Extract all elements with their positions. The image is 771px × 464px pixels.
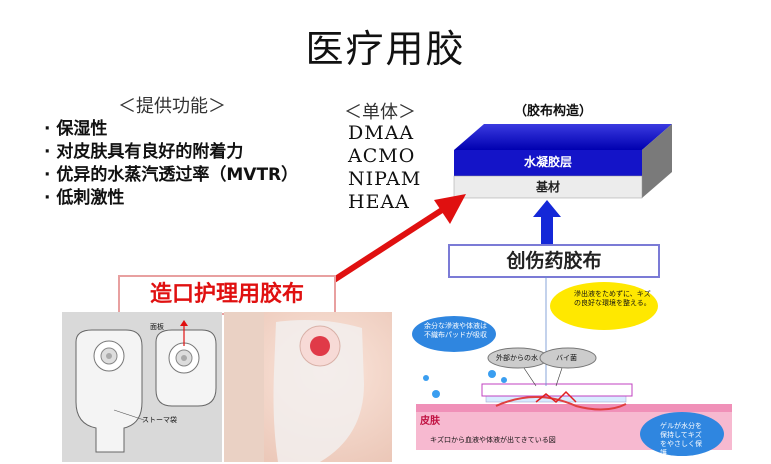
gel-top-text: 滲出液をためずに、キズの良好な環境を整える。 [574,290,651,307]
monomer-item: ACMO [348,145,416,167]
red-arrow-icon [332,194,466,283]
monomers-list: DMAA ACMO NIPAM HEAA [348,122,421,214]
hydrogel-layer [454,150,642,176]
hydrogel-layer-label: 水凝胶层 [523,155,572,169]
function-item: · 低刺激性 [44,188,125,208]
layer-side-face [642,124,672,198]
page-title: 医疗用胶 [305,27,466,71]
base-layer [453,175,643,199]
bag-label: ストーマ袋 [142,416,177,424]
bacteria-text: バイ菌 [556,354,577,362]
monomer-item: HEAA [348,191,410,213]
layer-structure-graphic [453,124,672,199]
wound-dressing-label: 创伤药胶布 [448,244,660,278]
gel-bottom-text: ゲルが水分を保持してキズをやさしく保護 [660,422,702,457]
function-item: · 对皮肤具有良好的附着力 [44,142,244,162]
skin-label: 皮肤 [420,416,440,427]
tension-text: 外部からの水 [496,354,538,362]
functions-list: · 保湿性 · 对皮肤具有良好的附着力 · 优异的水蒸汽透过率（MVTR） · … [44,118,298,210]
up-arrow-icon [533,200,561,246]
ostomy-tape-label: 造口护理用胶布 [118,275,336,315]
monomer-item: DMAA [348,122,415,144]
base-layer-label: 基材 [535,180,560,194]
left-bubble-text: 余分な滲液や体液は不織布パッドが吸収 [424,322,487,339]
hydrogel-top-face [454,124,672,150]
panel-label: 面板 [150,323,164,331]
gel-top-bubble [550,282,658,330]
ostomy-bag-illustration [62,312,222,462]
gel-bottom-bubble [640,412,724,456]
functions-heading: ＜提供功能＞ [118,96,226,117]
skin-caption: キズ口から血液や体液が出てきている図 [430,436,556,444]
function-item: · 保湿性 [44,119,108,139]
function-item: · 优异的水蒸汽透过率（MVTR） [44,165,299,185]
structure-title: （胶布构造） [514,104,593,119]
left-bubble [412,316,496,352]
ostomy-photo [224,312,392,462]
monomer-item: NIPAM [348,168,422,190]
wound-care-diagram [412,276,732,456]
monomers-heading: ＜单体＞ [344,102,416,123]
